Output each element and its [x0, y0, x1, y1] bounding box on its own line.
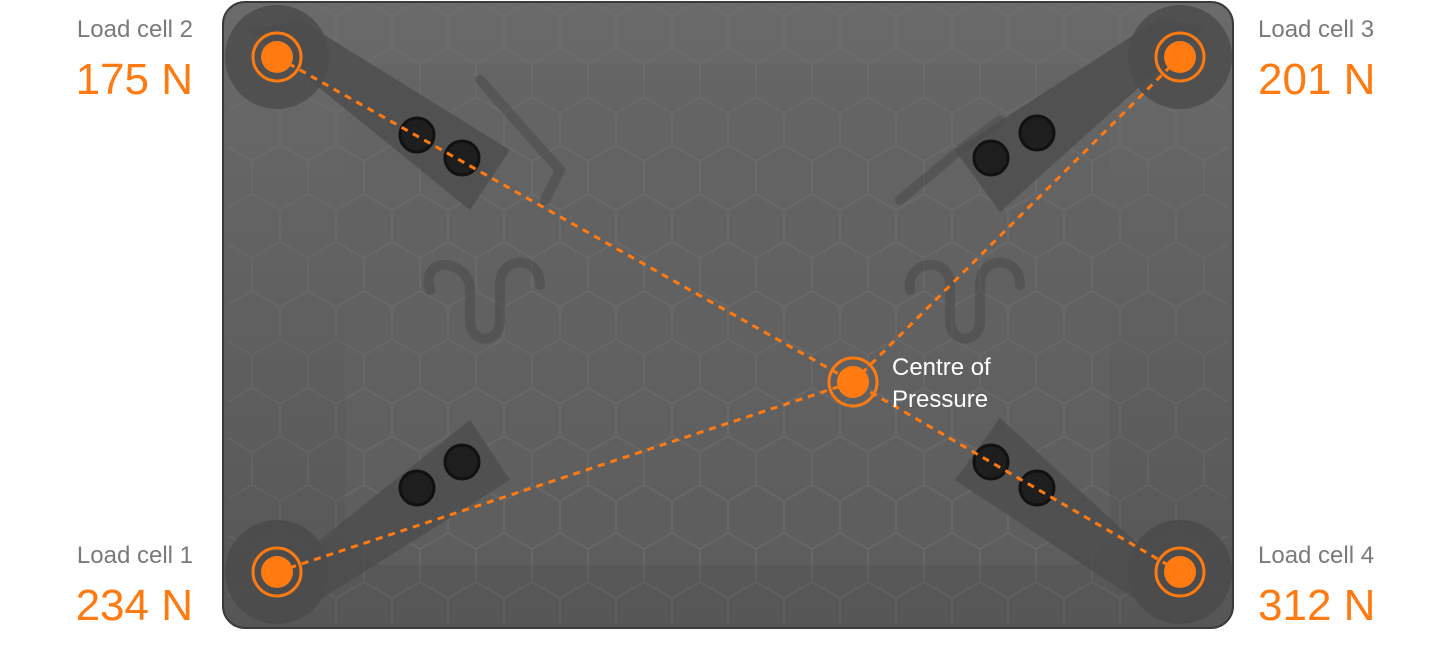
- load-cell-3-marker: [1154, 31, 1206, 83]
- load-cell-4-label: Load cell 4: [1258, 542, 1375, 569]
- load-cell-2-value: 175 N: [75, 55, 193, 104]
- load-cell-2-marker: [251, 31, 303, 83]
- centre-of-pressure-label: Centre of Pressure: [892, 352, 1032, 416]
- load-cell-1-value: 234 N: [75, 581, 193, 630]
- centre-of-pressure-label-line2: Pressure: [892, 386, 989, 413]
- load-cell-4-value: 312 N: [1258, 581, 1376, 630]
- centre-of-pressure-label-line1: Centre of: [892, 354, 991, 381]
- load-cell-1-label: Load cell 1: [76, 542, 193, 569]
- centre-of-pressure-marker: [827, 356, 879, 408]
- pressure-lines: [276, 55, 1182, 574]
- load-cell-1-marker: [251, 546, 303, 598]
- load-cell-4-marker: [1154, 546, 1206, 598]
- load-cell-2-label: Load cell 2: [76, 16, 193, 43]
- load-cell-3-value: 201 N: [1258, 55, 1376, 104]
- load-cell-3-label: Load cell 3: [1258, 16, 1375, 43]
